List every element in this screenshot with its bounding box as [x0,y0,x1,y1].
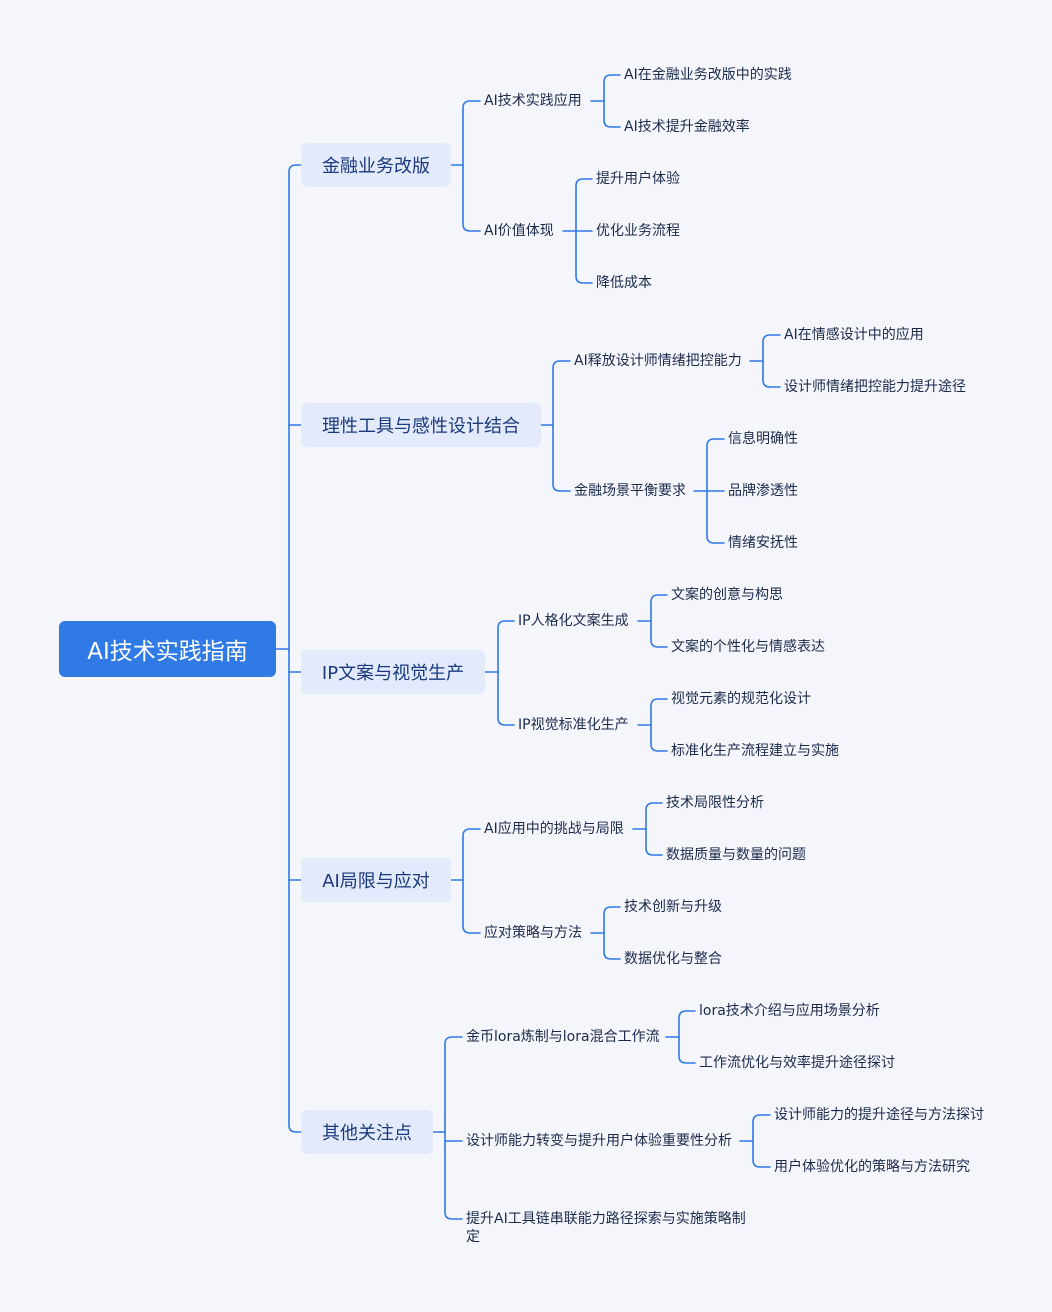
leaf-ai-emotional-design[interactable]: AI在情感设计中的应用 [784,327,924,343]
b3-link-0 [462,828,481,881]
b0s0-link-0 [603,74,621,102]
subtopic-ai-value[interactable]: AI价值体现 [484,223,554,239]
b4s0-link-0 [678,1010,696,1038]
b1s0-link-1 [762,360,781,388]
subtopic-strategies[interactable]: 应对策略与方法 [484,925,582,941]
root-link-4 [288,648,302,1133]
b1-link-1 [552,424,571,492]
b2s0-link-0 [650,594,668,622]
b2s1-link-1 [650,724,668,752]
leaf-designer-growth[interactable]: 设计师能力的提升途径与方法探讨 [774,1107,984,1123]
b4-link-0 [444,1036,463,1133]
b0-link-1 [462,164,481,232]
leaf-lora-intro[interactable]: lora技术介绍与应用场景分析 [699,1003,880,1019]
b2s1-link-0 [650,698,668,726]
b0-link-0 [462,100,481,166]
subtopic-ip-visual[interactable]: IP视觉标准化生产 [518,717,629,733]
leaf-ux-strategy[interactable]: 用户体验优化的策略与方法研究 [774,1159,970,1175]
leaf-user-experience[interactable]: 提升用户体验 [596,171,680,187]
b1s1-link-2 [706,490,725,544]
b3-link-1 [462,879,481,934]
b4-link-2 [444,1131,463,1220]
root-topic[interactable]: AI技术实践指南 [59,621,276,677]
b0s1-link-0 [575,178,593,232]
subtopic-ai-practice[interactable]: AI技术实践应用 [484,93,582,109]
b0s0-link-1 [603,100,621,128]
leaf-tech-limits[interactable]: 技术局限性分析 [666,795,764,811]
leaf-data-optimization[interactable]: 数据优化与整合 [624,951,722,967]
leaf-tech-innovation[interactable]: 技术创新与升级 [624,899,722,915]
branch-ai-limits[interactable]: AI局限与应对 [301,858,451,902]
b3s1-link-0 [603,906,621,934]
subtopic-emotion-control[interactable]: AI释放设计师情绪把控能力 [574,353,742,369]
leaf-emotion-soothing[interactable]: 情绪安抚性 [728,535,798,551]
b3s0-link-0 [645,802,663,830]
leaf-ai-in-finance-revamp[interactable]: AI在金融业务改版中的实践 [624,67,792,83]
leaf-brand-penetration[interactable]: 品牌渗透性 [728,483,798,499]
leaf-clarity[interactable]: 信息明确性 [728,431,798,447]
b0s1-link-2 [575,230,593,284]
leaf-reduce-cost[interactable]: 降低成本 [596,275,652,291]
subtopic-ai-toolchain[interactable]: 提升AI工具链串联能力路径探索与实施策略制定 [466,1211,746,1245]
b4s1-link-1 [752,1140,771,1168]
root-link-0 [288,164,302,650]
subtopic-designer-ability[interactable]: 设计师能力转变与提升用户体验重要性分析 [466,1133,732,1149]
subtopic-ai-challenges[interactable]: AI应用中的挑战与局限 [484,821,624,837]
subtopic-finance-balance[interactable]: 金融场景平衡要求 [574,483,686,499]
subtopic-lora-workflow[interactable]: 金币lora炼制与lora混合工作流 [466,1029,660,1045]
branch-rational-emotional[interactable]: 理性工具与感性设计结合 [301,403,541,447]
leaf-copy-personalization[interactable]: 文案的个性化与情感表达 [671,639,825,655]
b1s1-link-0 [706,438,725,492]
branch-ip-copy-visual[interactable]: IP文案与视觉生产 [301,650,485,694]
b3s1-link-1 [603,932,621,960]
subtopic-ip-copy[interactable]: IP人格化文案生成 [518,613,629,629]
leaf-data-quality[interactable]: 数据质量与数量的问题 [666,847,806,863]
leaf-optimize-process[interactable]: 优化业务流程 [596,223,680,239]
b2-link-1 [497,671,515,726]
b1-link-0 [552,360,571,426]
leaf-ai-efficiency[interactable]: AI技术提升金融效率 [624,119,750,135]
b4s0-link-1 [678,1036,696,1064]
branch-finance-revamp[interactable]: 金融业务改版 [301,143,451,187]
b4s1-link-0 [752,1114,771,1142]
leaf-copy-creativity[interactable]: 文案的创意与构思 [671,587,783,603]
leaf-standard-process[interactable]: 标准化生产流程建立与实施 [671,743,839,759]
b3s0-link-1 [645,828,663,856]
branch-other-concerns[interactable]: 其他关注点 [301,1110,433,1154]
leaf-visual-standard-design[interactable]: 视觉元素的规范化设计 [671,691,811,707]
leaf-workflow-optimization[interactable]: 工作流优化与效率提升途径探讨 [699,1055,895,1071]
b1s0-link-0 [762,334,781,362]
b2s0-link-1 [650,620,668,648]
b2-link-0 [497,620,515,673]
leaf-emotion-control-path[interactable]: 设计师情绪把控能力提升途径 [784,379,966,395]
